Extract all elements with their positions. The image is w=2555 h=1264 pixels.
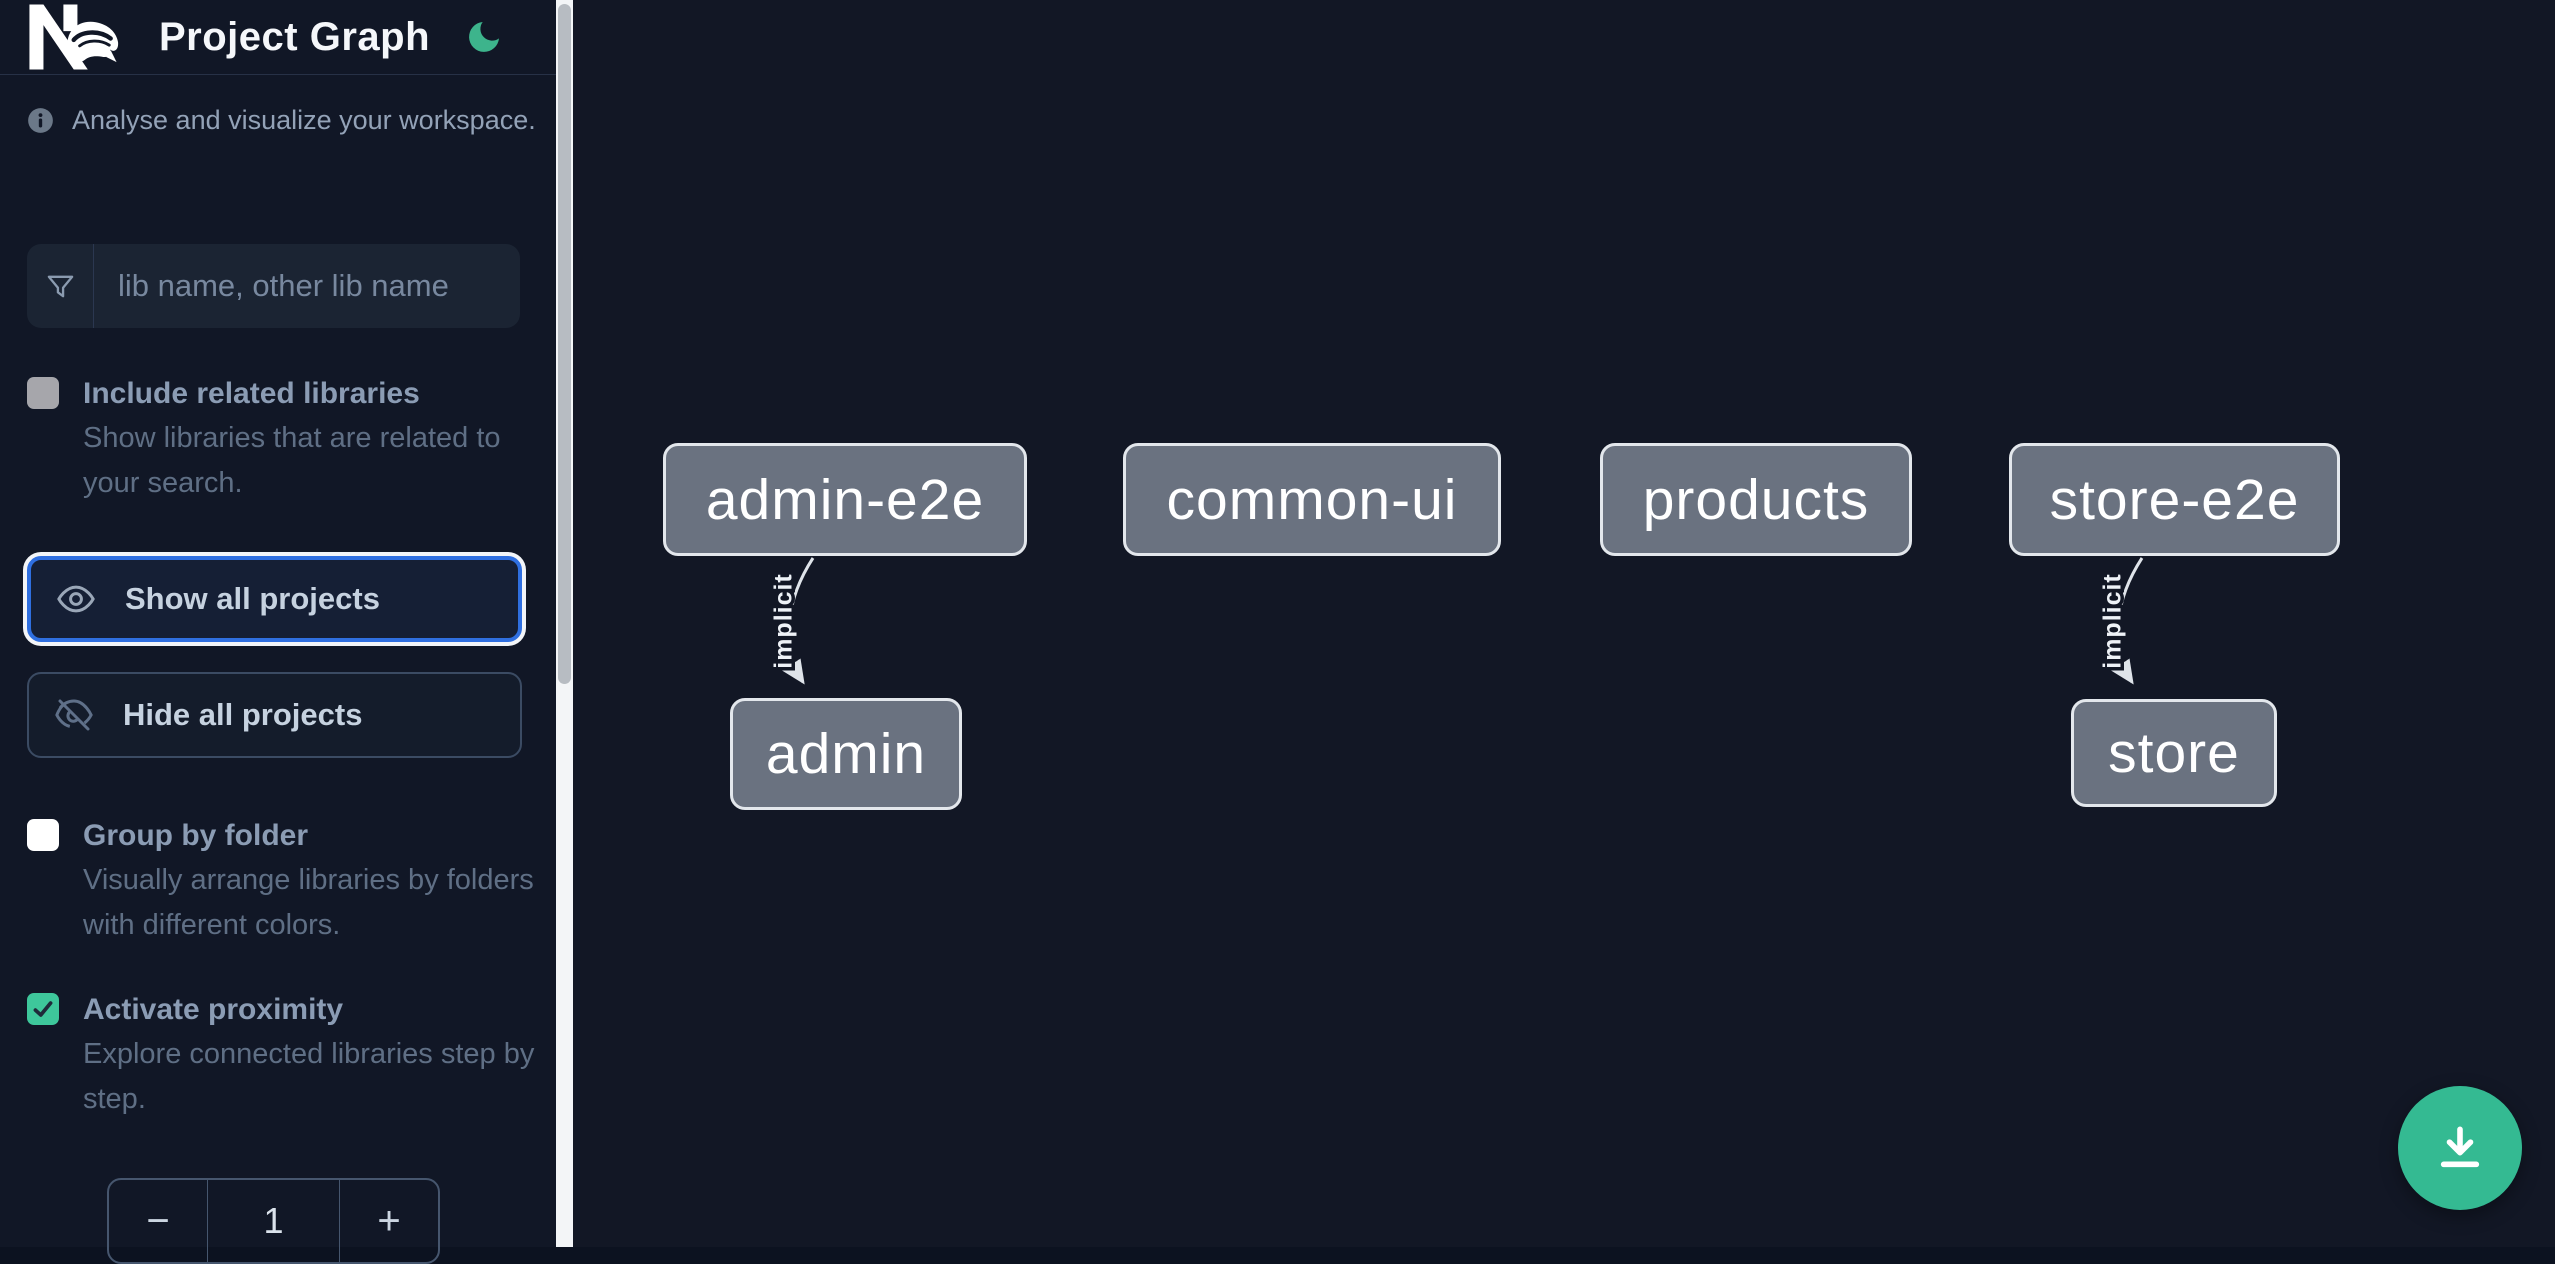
download-icon: [2440, 1126, 2480, 1168]
edge-label: implicit: [2099, 573, 2127, 669]
project-node-store-e2e[interactable]: store-e2e: [2009, 443, 2340, 556]
checkbox-description: Visually arrange libraries by folders wi…: [83, 864, 534, 941]
project-node-common-ui[interactable]: common-ui: [1123, 443, 1501, 556]
graph-canvas[interactable]: implicit implicit admin-e2e common-ui pr…: [573, 0, 2555, 1247]
decrement-button[interactable]: −: [109, 1180, 207, 1262]
scrollbar-thumb[interactable]: [558, 4, 571, 684]
eye-icon: [57, 585, 95, 613]
edge-label: implicit: [770, 573, 798, 669]
info-row: Analyse and visualize your workspace.: [27, 105, 556, 136]
page-title: Project Graph: [159, 14, 431, 59]
group-by-folder-checkbox[interactable]: [27, 819, 59, 851]
checkbox-row-include-related[interactable]: Include related libraries Show libraries…: [27, 374, 556, 506]
info-icon: [28, 108, 53, 133]
increment-button[interactable]: +: [340, 1180, 438, 1262]
button-label: Show all projects: [125, 581, 380, 616]
include-related-checkbox[interactable]: [27, 377, 59, 409]
stepper-value: 1: [207, 1180, 340, 1262]
search-box: [27, 244, 520, 328]
checkbox-description: Explore connected libraries step by step…: [83, 1038, 535, 1115]
edge-layer: implicit implicit: [766, 557, 2144, 685]
theme-toggle-button[interactable]: [464, 15, 508, 59]
funnel-icon: [27, 244, 94, 328]
checkbox-description: Show libraries that are related to your …: [83, 422, 501, 499]
checkbox-label: Include related libraries: [83, 377, 420, 410]
proximity-depth-stepper: − 1 +: [107, 1178, 440, 1264]
project-node-store[interactable]: store: [2071, 699, 2277, 807]
checkbox-label: Activate proximity: [83, 993, 344, 1026]
download-image-button[interactable]: [2398, 1086, 2522, 1210]
activate-proximity-checkbox[interactable]: [27, 993, 59, 1025]
checkbox-row-group-by-folder[interactable]: Group by folder Visually arrange librari…: [27, 816, 556, 948]
project-node-products[interactable]: products: [1600, 443, 1912, 556]
sidebar-body: Analyse and visualize your workspace. In…: [0, 75, 556, 1264]
show-all-projects-button[interactable]: Show all projects: [27, 556, 522, 642]
project-node-admin-e2e[interactable]: admin-e2e: [663, 443, 1027, 556]
hide-all-projects-button[interactable]: Hide all projects: [27, 672, 522, 758]
checkbox-label: Group by folder: [83, 819, 308, 852]
nx-logo: [29, 4, 119, 70]
edge-admin-e2e-to-admin: [782, 557, 815, 685]
sidebar: Project Graph Analyse and visualize your…: [0, 0, 556, 1264]
sidebar-scrollbar[interactable]: [556, 0, 573, 1247]
info-text: Analyse and visualize your workspace.: [72, 105, 536, 135]
check-icon: [33, 1001, 53, 1017]
button-label: Hide all projects: [123, 697, 363, 732]
project-node-admin[interactable]: admin: [730, 698, 962, 810]
checkbox-row-activate-proximity[interactable]: Activate proximity Explore connected lib…: [27, 990, 556, 1122]
filter-input[interactable]: [94, 244, 520, 328]
moon-icon: [469, 22, 499, 52]
eye-off-icon: [55, 699, 93, 731]
sidebar-header: Project Graph: [0, 0, 556, 75]
edge-store-e2e-to-store: [2111, 557, 2144, 685]
